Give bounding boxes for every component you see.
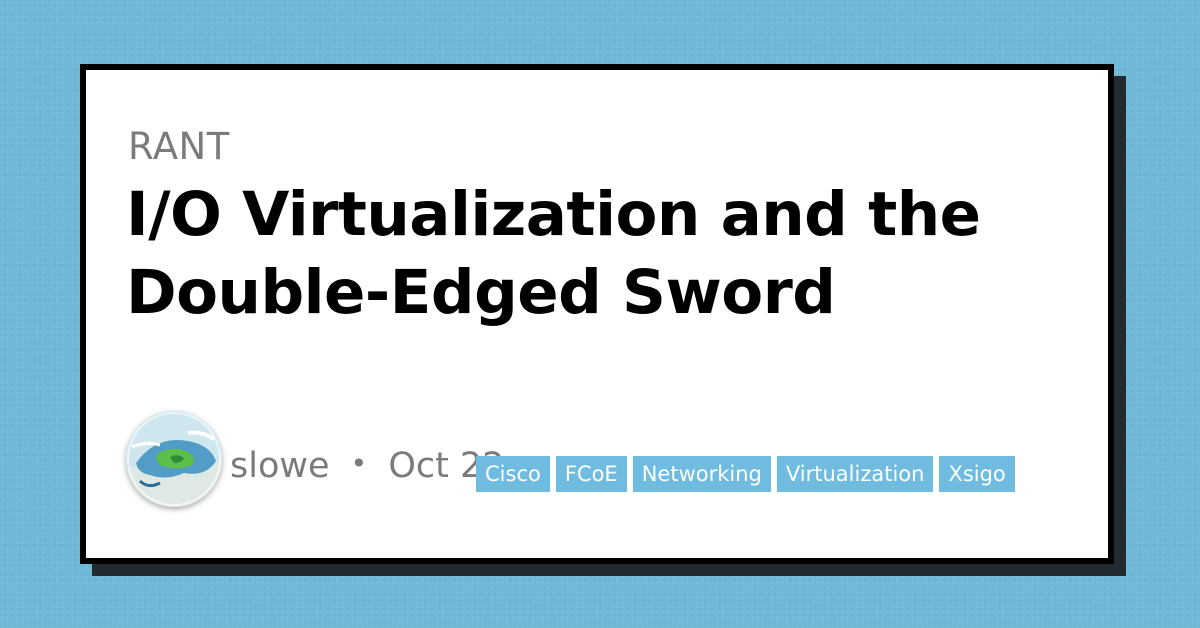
tag-networking[interactable]: Networking [632,456,771,492]
tag-list: Cisco FCoE Networking Virtualization Xsi… [476,456,1015,492]
tag-cisco[interactable]: Cisco [476,456,550,492]
tag-virtualization[interactable]: Virtualization [776,456,934,492]
tag-xsigo[interactable]: Xsigo [939,456,1015,492]
tag-fcoe[interactable]: FCoE [555,456,627,492]
meta-separator: • [350,447,368,480]
globe-icon [126,411,222,507]
post-card: RANT I/O Virtualization and the Double-E… [80,64,1114,564]
post-category: RANT [128,125,230,168]
post-title: I/O Virtualization and the Double-Edged … [126,179,981,328]
author-avatar [126,411,222,507]
author-name[interactable]: slowe [230,446,330,486]
post-meta: slowe • Oct 22 [230,449,505,484]
